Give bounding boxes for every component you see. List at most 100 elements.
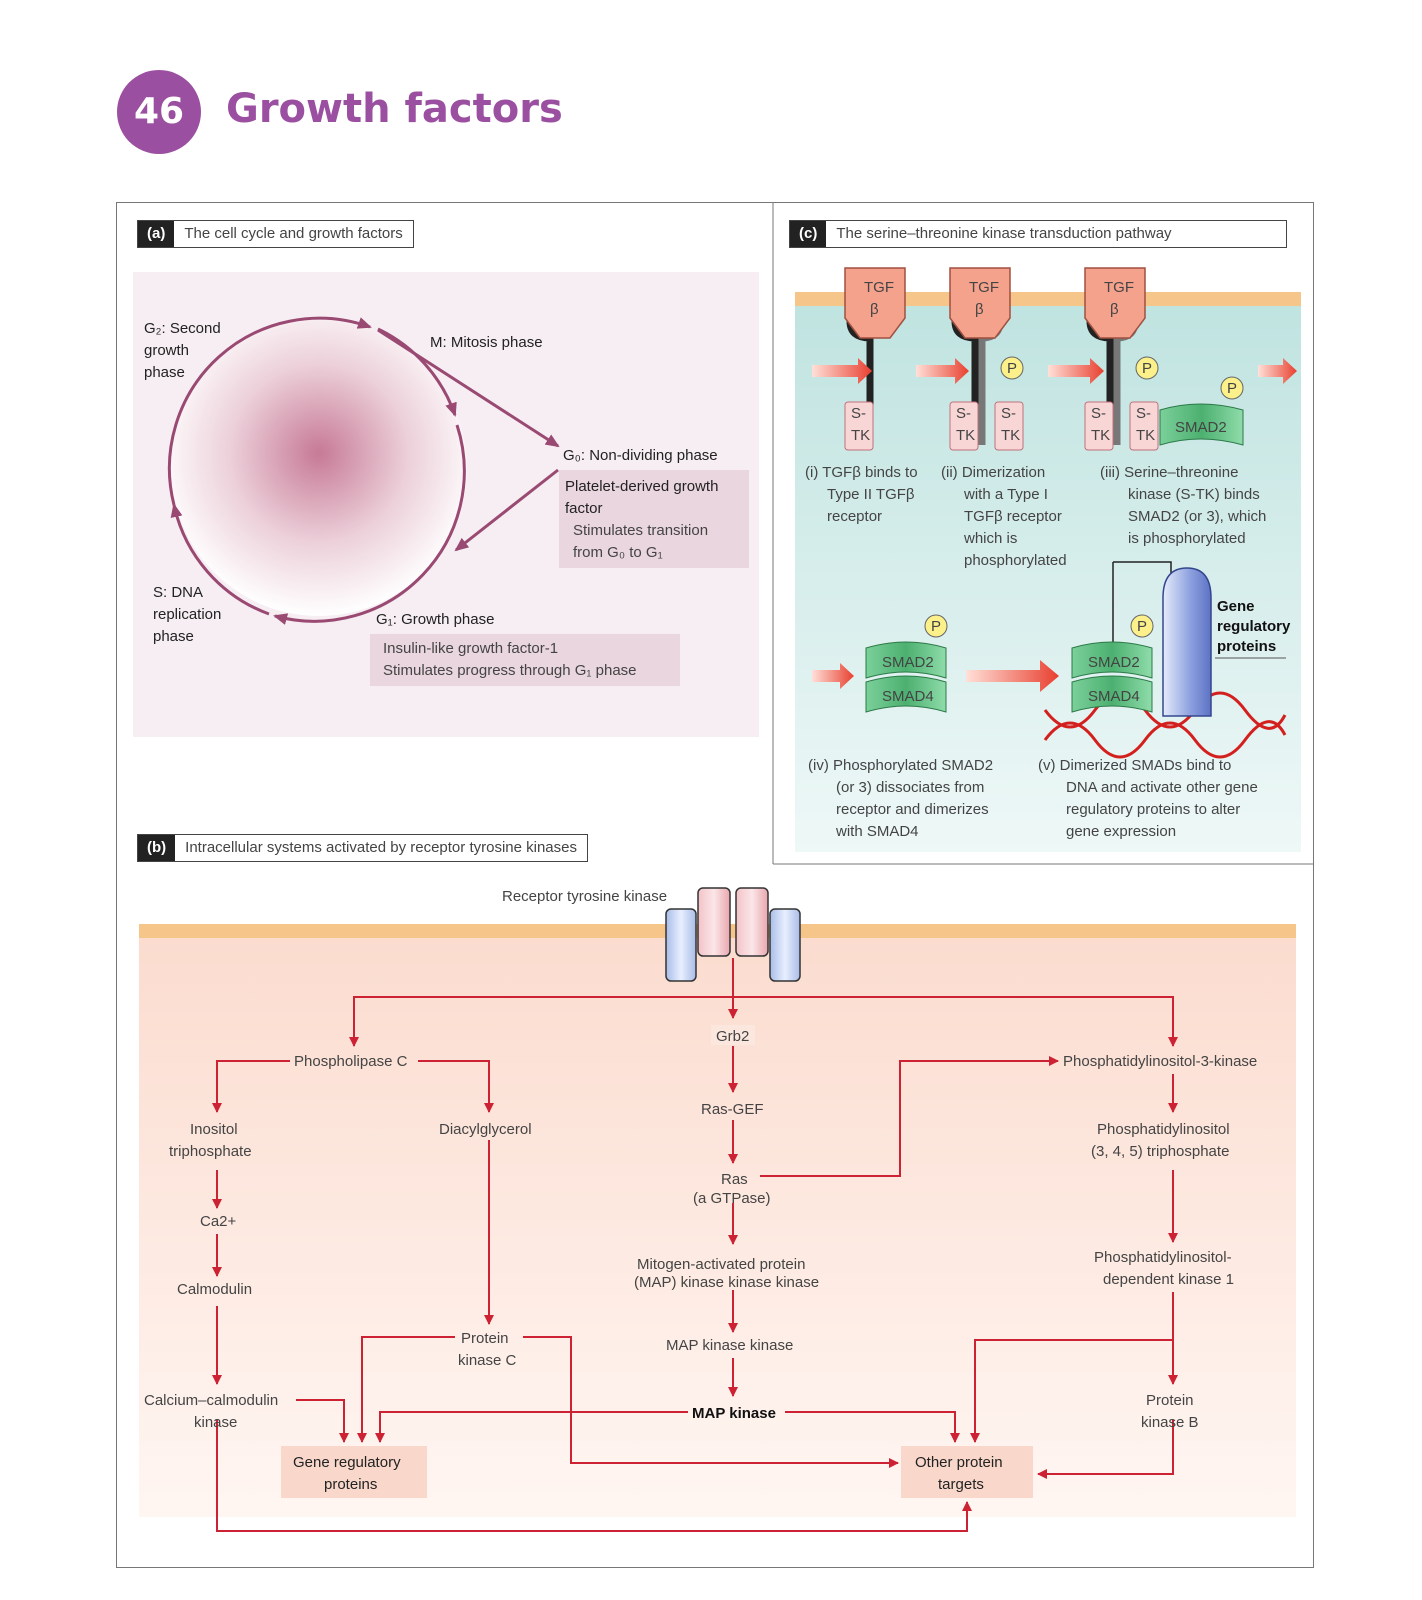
chapter-number-badge: 46 bbox=[117, 70, 201, 154]
panel-b-caption-text: Intracellular systems activated by recep… bbox=[185, 839, 577, 856]
step-2-caption: (ii) Dimerization with a Type I TGFβ rec… bbox=[941, 464, 1067, 569]
receptor-label: Receptor tyrosine kinase bbox=[502, 888, 667, 905]
arc-g1-to-s-arrow bbox=[273, 424, 466, 625]
stk-label: TK bbox=[956, 427, 975, 444]
panel-a-caption-text: The cell cycle and growth factors bbox=[184, 225, 403, 242]
panel-a: G₂: Second growth phase M: Mitosis phase… bbox=[133, 272, 759, 737]
arc-s-to-g2-arrow bbox=[170, 503, 270, 616]
mapkkk-label: Mitogen-activated protein (MAP) kinase k… bbox=[634, 1256, 819, 1291]
gene-regulatory-protein bbox=[1162, 567, 1212, 717]
stk-label: TK bbox=[1091, 427, 1110, 444]
phosphate-label: P bbox=[1137, 618, 1147, 635]
phosphate-group bbox=[1135, 356, 1159, 380]
smad2-protein bbox=[865, 641, 947, 679]
panel-b-letter: (b) bbox=[138, 835, 176, 861]
phosphate-group bbox=[1000, 356, 1024, 380]
receptor-step-2: TGF β P S- TK S- TK bbox=[949, 267, 1024, 451]
phosphate-label: P bbox=[931, 618, 941, 635]
stk-label: S- bbox=[1001, 405, 1016, 422]
stk-label: S- bbox=[1136, 405, 1151, 422]
m-to-g0-arrow bbox=[377, 328, 560, 448]
g0-label: G₀: Non-dividing phase bbox=[563, 447, 718, 464]
receptor-step-3: TGF β P S- TK S- TK SMAD2 P bbox=[1084, 267, 1244, 451]
pkb-label: Protein kinase B bbox=[1141, 1392, 1199, 1431]
ras-gef-label: Ras-GEF bbox=[701, 1101, 764, 1118]
smad2-protein bbox=[1071, 641, 1153, 679]
panel-b: Receptor tyrosine kinase bbox=[139, 887, 1296, 1532]
gene-regulatory-box bbox=[281, 1446, 427, 1498]
step-4-caption: (iv) Phosphorylated SMAD2 (or 3) dissoci… bbox=[808, 757, 997, 840]
flow-arrow bbox=[812, 663, 854, 689]
smad4-label: SMAD4 bbox=[1088, 688, 1140, 705]
panel-b-background bbox=[139, 937, 1296, 1517]
dag-label: Diacylglycerol bbox=[439, 1121, 532, 1138]
chapter-title: Growth factors bbox=[226, 86, 563, 132]
tgf-beta-ligand bbox=[1084, 267, 1146, 339]
cell-membrane bbox=[795, 292, 1301, 306]
flow-arrow bbox=[916, 358, 969, 384]
ras-label: Ras (a GTPase) bbox=[693, 1171, 771, 1207]
igf-box bbox=[370, 634, 680, 686]
panel-a-letter: (a) bbox=[138, 221, 175, 247]
panel-c-letter: (c) bbox=[790, 221, 827, 247]
phosphate-label: P bbox=[1142, 360, 1152, 377]
stk-domain bbox=[994, 401, 1024, 451]
stk-label: TK bbox=[1001, 427, 1020, 444]
tgf-beta-ligand bbox=[949, 267, 1011, 339]
smad4-protein bbox=[865, 675, 947, 713]
stk-label: TK bbox=[1136, 427, 1155, 444]
ip3-label: Inositol triphosphate bbox=[169, 1121, 252, 1160]
grb2-node bbox=[711, 1025, 755, 1045]
other-targets-box bbox=[901, 1446, 1033, 1498]
receptor-tyrosine-kinase bbox=[665, 887, 801, 982]
pi3k-label: Phosphatidylinositol-3-kinase bbox=[1063, 1053, 1257, 1070]
pdk1-label: Phosphatidylinositol- dependent kinase 1 bbox=[1094, 1249, 1236, 1288]
g1-label: G₁: Growth phase bbox=[376, 611, 494, 628]
phosphate-label: P bbox=[1227, 380, 1237, 397]
camk-label: Calcium–calmodulin kinase bbox=[144, 1392, 282, 1431]
pathway-arrows bbox=[212, 958, 1178, 1532]
smad2-label: SMAD2 bbox=[882, 654, 934, 671]
g0-to-g1-arrow bbox=[454, 468, 559, 552]
m-label: M: Mitosis phase bbox=[430, 334, 543, 351]
pdgf-box bbox=[559, 470, 749, 568]
beta-label: β bbox=[1110, 301, 1119, 318]
flow-arrow bbox=[966, 660, 1059, 692]
phosphate-group bbox=[1130, 614, 1154, 638]
s-label: S: DNA replication phase bbox=[153, 584, 226, 645]
stk-domain bbox=[1084, 401, 1114, 451]
tgf-beta-ligand bbox=[844, 267, 906, 339]
arc-m-arrow bbox=[377, 327, 457, 417]
smad2-label: SMAD2 bbox=[1088, 654, 1140, 671]
grb2-label: Grb2 bbox=[716, 1028, 749, 1045]
cytoplasm-region bbox=[795, 296, 1301, 852]
calmodulin-label: Calmodulin bbox=[177, 1281, 252, 1298]
smad2-label: SMAD2 bbox=[1175, 419, 1227, 436]
figure-frame bbox=[116, 202, 1314, 1568]
tgf-label: TGF bbox=[1104, 279, 1134, 296]
pip3-label: Phosphatidylinositol (3, 4, 5) triphosph… bbox=[1091, 1121, 1234, 1160]
phosphate-group bbox=[1220, 376, 1244, 400]
dna-strand bbox=[1043, 691, 1287, 730]
step-5-caption: (v) Dimerized SMADs bind to DNA and acti… bbox=[1038, 757, 1262, 840]
other-targets-label: Other protein targets bbox=[915, 1454, 1007, 1493]
tgf-label: TGF bbox=[864, 279, 894, 296]
stk-label: S- bbox=[1091, 405, 1106, 422]
gene-regulatory-label: Gene regulatory proteins bbox=[1217, 598, 1295, 655]
mapk-label: MAP kinase bbox=[692, 1405, 776, 1422]
calcium-label: Ca2+ bbox=[200, 1213, 237, 1230]
tgf-label: TGF bbox=[969, 279, 999, 296]
panel-c: TGF β S- TK TGF β P S- TK S- TK TG bbox=[772, 202, 1314, 865]
dna-strand bbox=[1043, 720, 1287, 759]
mapkk-label: MAP kinase kinase bbox=[666, 1337, 793, 1354]
phosphate-group bbox=[924, 614, 948, 638]
stk-label: S- bbox=[851, 405, 866, 422]
smad2-protein bbox=[1159, 403, 1244, 446]
beta-label: β bbox=[870, 301, 879, 318]
plc-label: Phospholipase C bbox=[294, 1053, 408, 1070]
smad4-label: SMAD4 bbox=[882, 688, 934, 705]
stk-label: TK bbox=[851, 427, 870, 444]
stk-label: S- bbox=[956, 405, 971, 422]
cell-body bbox=[171, 320, 467, 616]
